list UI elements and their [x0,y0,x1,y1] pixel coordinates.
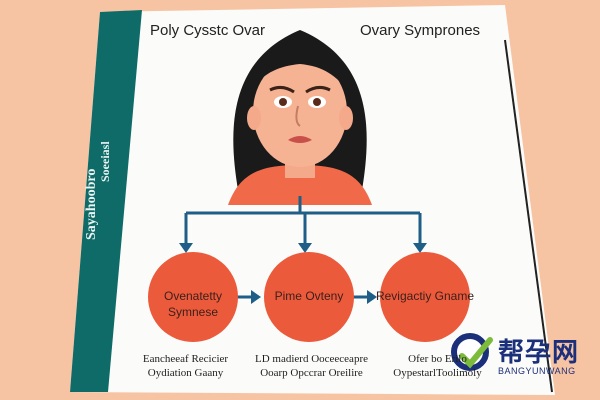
caption-3-line-1: Ofer bo Erilo [408,353,467,365]
arrowhead-down-right [413,243,427,253]
diagram-title-left: Poly Cysstc Ovar [150,22,266,39]
caption-1-line-1: Eancheeaf Recicier [142,353,229,365]
node-label-1: Ovenatetty Symnese [163,289,223,319]
arrowhead-down-middle [298,243,312,253]
arrowhead-right-1 [251,290,261,304]
caption-3: Ofer bo Erilo OypestarlToolimoly [370,352,505,380]
node-label-3: Revigactiy Gname [375,289,475,303]
watermark-logo-mark [450,332,493,372]
teal-side-band [70,10,142,392]
side-band-label-bottom: Sayahoobro [84,168,99,240]
arrow-heads [179,243,427,304]
caption-1-line-2: Oydiation Gaany [147,367,224,379]
watermark-latin-text: BANGYUNWANG [498,366,576,376]
node-circle-1 [148,252,238,342]
connector-arrows [184,196,422,299]
caption-2: LD madierd Ooceeceapre Ooarp Opccrar Ore… [244,352,379,380]
node-circle-2 [264,252,354,342]
arrowhead-down-left [179,243,193,253]
woman-illustration [228,30,372,205]
paper-edge-line [504,39,553,393]
node-circle-3 [380,252,470,342]
side-band-label-top: Soeeiasl [98,141,112,182]
arrowhead-right-2 [367,290,377,304]
caption-2-line-2: Ooarp Opccrar Oreilire [260,367,363,379]
watermark-chinese-text: 帮孕网 [498,338,580,368]
caption-2-line-1: LD madierd Ooceeceapre [255,353,368,365]
diagram-title-right: Ovary Symprones [360,22,481,39]
node-label-2: Pime Ovteny [274,289,344,303]
caption-1: Eancheeaf Recicier Oydiation Gaany [118,352,253,380]
caption-3-line-2: OypestarlToolimoly [393,367,482,379]
